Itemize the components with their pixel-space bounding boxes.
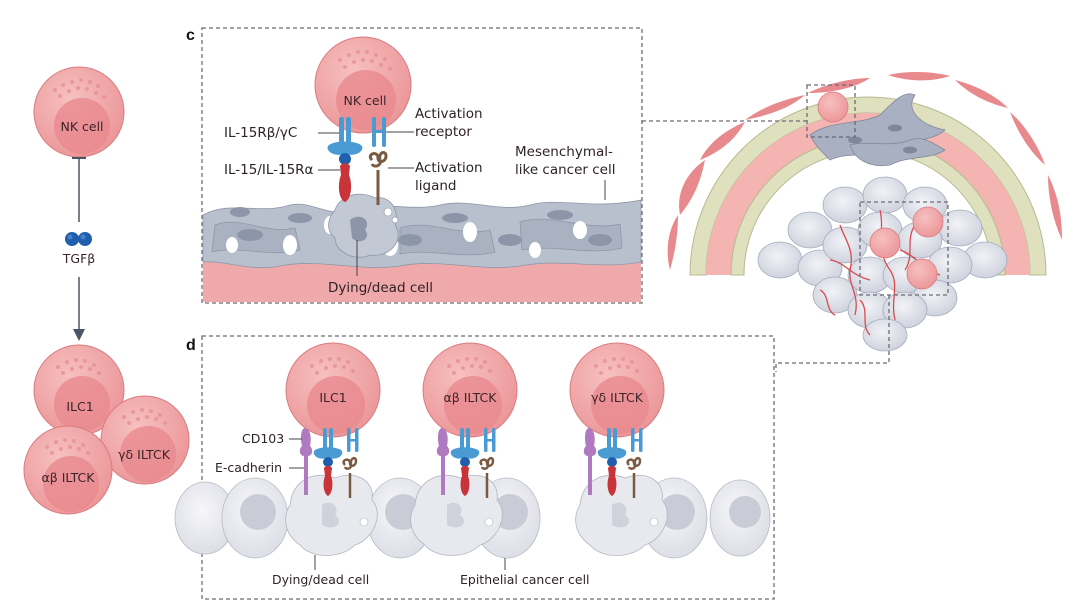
activation-ligand-icon — [368, 151, 388, 205]
zoom-box-d — [859, 201, 949, 296]
gd-iltck-label-left: γδ ILTCK — [118, 447, 171, 462]
ab-iltck-cell-left: αβ ILTCK — [23, 425, 113, 515]
tgfb-label: TGFβ — [62, 251, 96, 266]
panel-c-frame — [201, 27, 643, 304]
gd-iltck-label-d: γδ ILTCK — [591, 390, 644, 405]
receptor-set-gd-iltck — [583, 428, 643, 498]
label-activation-ligand-2: ligand — [415, 178, 456, 194]
ab-iltck-cell-d: αβ ILTCK — [422, 342, 518, 438]
label-activation-receptor-1: Activation — [415, 106, 483, 122]
panel-d-letter: d — [186, 337, 196, 354]
dying-cells-d — [285, 474, 668, 556]
tumour-mesenchymal-cells — [809, 93, 946, 167]
panel-d-frame — [201, 335, 775, 600]
panel-c: c — [186, 27, 643, 304]
nk-cell-c-label: NK cell — [343, 93, 386, 108]
label-e-cadherin: E-cadherin — [215, 460, 282, 475]
tumour-immune-cells — [817, 91, 944, 290]
panel-d: d — [174, 335, 775, 600]
ab-iltck-label-left: αβ ILTCK — [42, 470, 96, 485]
mesenchymal-nuclei — [230, 207, 612, 246]
activation-receptor-icon — [372, 117, 386, 147]
ilc1-label-left: ILC1 — [66, 399, 93, 414]
outer-fibroblasts — [667, 72, 1062, 270]
il15-cytokine-icon — [338, 153, 352, 202]
epithelial-cell-row — [174, 477, 771, 559]
vessel-lumen-ring — [706, 113, 1030, 275]
label-epithelial-cancer-cell: Epithelial cancer cell — [460, 572, 590, 587]
zoom-box-c — [806, 84, 856, 138]
panel-c-letter: c — [186, 27, 195, 44]
connector-d — [775, 295, 890, 372]
tgfb-dimer-icon — [65, 232, 92, 246]
tumour-overview — [642, 72, 1062, 372]
receptor-set-ilc1 — [299, 428, 359, 498]
gd-iltck-cell-d: γδ ILTCK — [569, 342, 665, 438]
dying-cell-c — [328, 193, 399, 258]
label-dying-cell-c: Dying/dead cell — [328, 280, 433, 296]
nk-cell-c: NK cell — [314, 36, 412, 134]
ilc1-cell-d: ILC1 — [285, 342, 381, 438]
label-activation-receptor-2: receptor — [415, 124, 472, 140]
label-cd103: CD103 — [242, 431, 284, 446]
il15-receptor-icon — [327, 117, 363, 155]
nk-cell-label: NK cell — [60, 119, 103, 134]
label-il15-cytokine: IL-15/IL-15Rα — [224, 162, 314, 178]
label-dying-cell-d: Dying/dead cell — [272, 572, 369, 587]
ab-iltck-label-d: αβ ILTCK — [444, 390, 498, 405]
nk-cell-left: NK cell — [33, 66, 125, 158]
ilc1-label-d: ILC1 — [319, 390, 346, 405]
ilc1-cell-left: ILC1 — [33, 344, 125, 436]
receptor-set-ab-iltck — [436, 428, 496, 498]
label-mesenchymal-1: Mesenchymal- — [515, 144, 613, 160]
left-pathway: NK cell TGFβ ILC1 — [23, 66, 190, 515]
label-activation-ligand-1: Activation — [415, 160, 483, 176]
label-il15-receptor: IL-15Rβ/γC — [224, 125, 297, 141]
label-mesenchymal-2: like cancer cell — [515, 162, 616, 178]
cd103-icon — [299, 428, 313, 495]
gd-iltck-cell-left: γδ ILTCK — [100, 395, 190, 485]
